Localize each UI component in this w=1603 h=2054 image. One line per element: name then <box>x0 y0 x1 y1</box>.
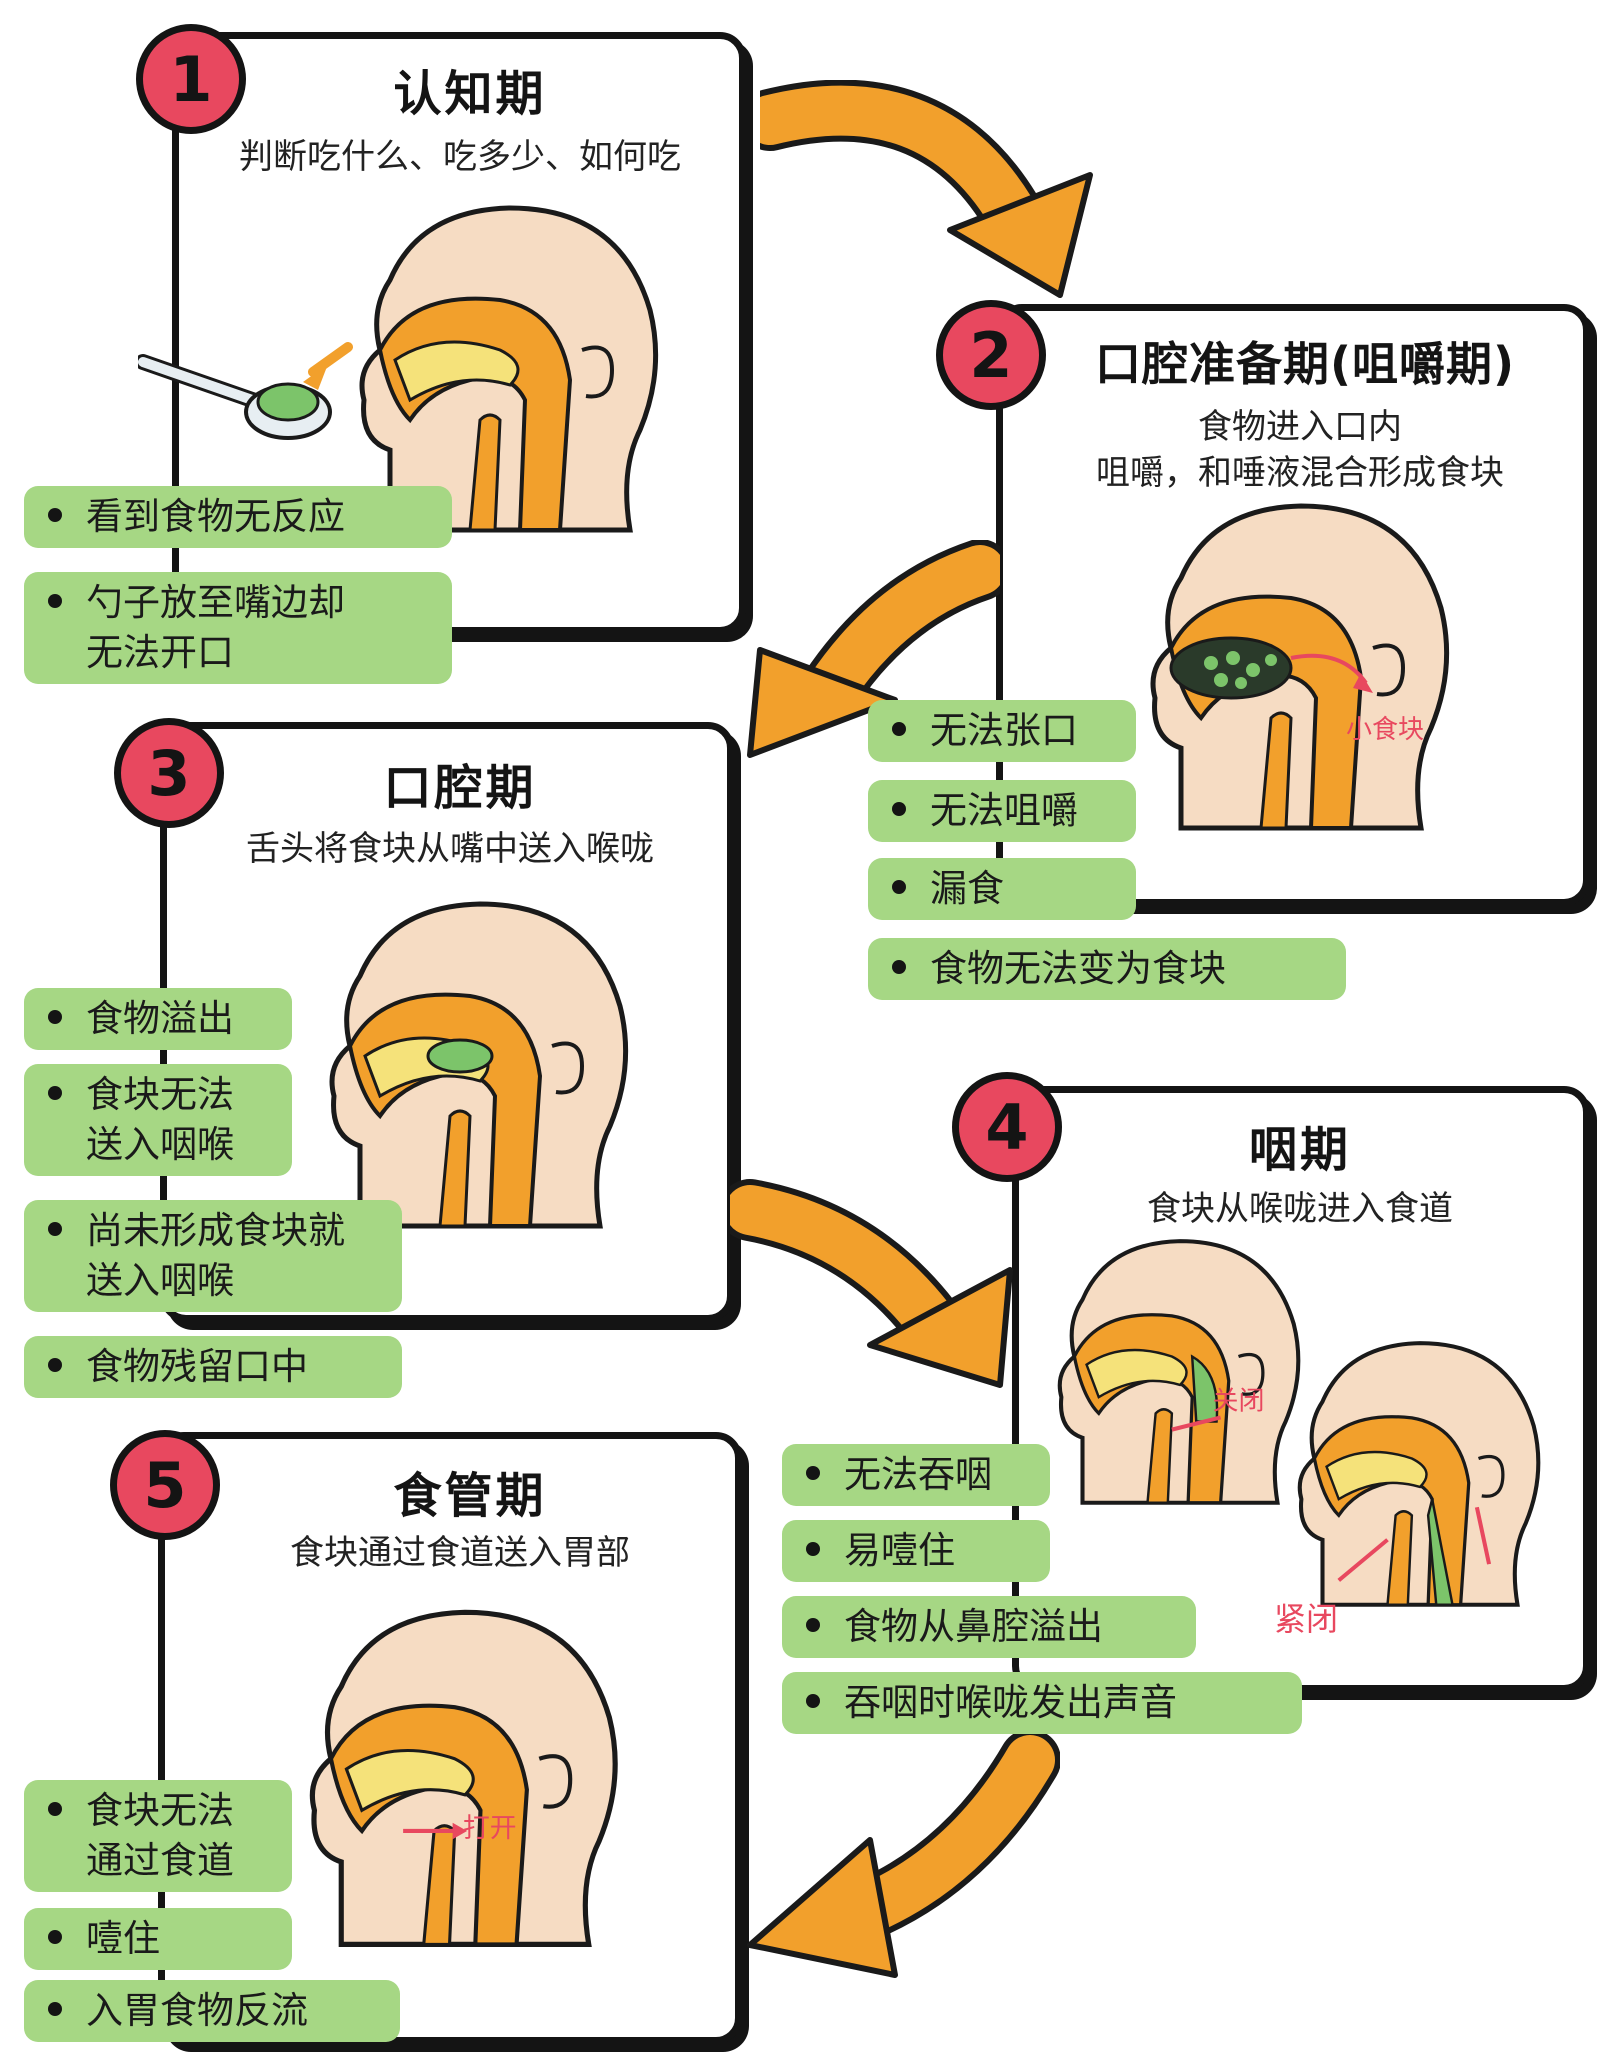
stage-4-title: 咽期 <box>1248 1122 1351 1178</box>
stage-5-tag: 入胃食物反流 <box>24 1980 400 2042</box>
stage-4-number-badge: 4 <box>952 1072 1062 1182</box>
stage-4-tag: 易噎住 <box>782 1520 1050 1582</box>
stage-2-subtitle: 食物进入口内 咀嚼，和唾液混合形成食块 <box>1096 407 1504 493</box>
stage-5-subtitle: 食块通过食道送入胃部 <box>290 1533 630 1573</box>
head-profile-icon <box>359 205 659 533</box>
bullet-dot-icon <box>48 1222 62 1236</box>
bullet-dot-icon <box>892 802 906 816</box>
bullet-dot-icon <box>48 1086 62 1100</box>
stage-5-number-badge: 5 <box>110 1430 220 1540</box>
bullet-dot-icon <box>48 1802 62 1816</box>
stage-4-note-close: 关闭 <box>1213 1386 1265 1416</box>
stage-3-tag: 尚未形成食块就 送入咽喉 <box>24 1200 402 1312</box>
bullet-dot-icon <box>48 1010 62 1024</box>
stage-3-tag: 食物溢出 <box>24 988 292 1050</box>
stage-1-tag: 看到食物无反应 <box>24 486 452 548</box>
bullet-dot-icon <box>48 594 62 608</box>
head-profile-icon: 打开 <box>309 1609 618 1947</box>
stage-5-tag: 噎住 <box>24 1908 292 1970</box>
stage-2-tag: 漏食 <box>868 858 1136 920</box>
spoon-icon <box>138 342 353 440</box>
bullet-dot-icon <box>806 1542 820 1556</box>
stage-2-title: 口腔准备期(咀嚼期) <box>1094 337 1516 391</box>
head-profile-icon: 小食块 <box>1150 503 1450 831</box>
stage-1-number-badge: 1 <box>136 24 246 134</box>
bullet-dot-icon <box>892 960 906 974</box>
stage-3-tag: 食块无法 送入咽喉 <box>24 1064 292 1176</box>
stage-4-note-tight: 紧闭 <box>1274 1600 1338 1638</box>
curved-arrow-icon <box>730 1179 1013 1388</box>
bullet-dot-icon <box>48 2002 62 2016</box>
head-profile-icon <box>329 901 629 1229</box>
bullet-dot-icon <box>48 1358 62 1372</box>
stage-2-tag: 无法咀嚼 <box>868 780 1136 842</box>
curved-arrow-icon <box>760 80 1093 298</box>
stage-5-note-label: 打开 <box>463 1813 517 1844</box>
bullet-dot-icon <box>48 1930 62 1944</box>
head-profile-icon <box>1297 1341 1541 1607</box>
stage-1-subtitle: 判断吃什么、吃多少、如何吃 <box>239 137 681 177</box>
stage-2-tag: 食物无法变为食块 <box>868 938 1346 1000</box>
curved-arrow-icon <box>747 1730 1060 1978</box>
curved-arrow-icon <box>747 540 1000 758</box>
stage-2-note-label: 小食块 <box>1346 715 1424 745</box>
stage-5-title: 食管期 <box>393 1468 547 1524</box>
head-profile-icon: 关闭 <box>1057 1239 1301 1505</box>
stage-4-tag: 食物从鼻腔溢出 <box>782 1596 1196 1658</box>
bullet-dot-icon <box>806 1618 820 1632</box>
stage-3-number-badge: 3 <box>114 718 224 828</box>
bullet-dot-icon <box>892 880 906 894</box>
bullet-dot-icon <box>806 1466 820 1480</box>
stage-1-title: 认知期 <box>393 66 547 122</box>
stage-1-tag: 勺子放至嘴边却 无法开口 <box>24 572 452 684</box>
stage-4-tag: 吞咽时喉咙发出声音 <box>782 1672 1302 1734</box>
stage-3-tag: 食物残留口中 <box>24 1336 402 1398</box>
stage-3-title: 口腔期 <box>383 760 537 816</box>
svg-text:紧闭: 紧闭 <box>1274 1600 1338 1638</box>
bullet-dot-icon <box>806 1694 820 1708</box>
stage-2-number-badge: 2 <box>936 300 1046 410</box>
stage-4-subtitle: 食块从喉咙进入食道 <box>1147 1189 1453 1229</box>
stage-4-tag: 无法吞咽 <box>782 1444 1050 1506</box>
bullet-dot-icon <box>892 722 906 736</box>
bullet-dot-icon <box>48 508 62 522</box>
stage-3-subtitle: 舌头将食块从嘴中送入喉咙 <box>246 829 654 869</box>
stage-2-tag: 无法张口 <box>868 700 1136 762</box>
stage-5-tag: 食块无法 通过食道 <box>24 1780 292 1892</box>
